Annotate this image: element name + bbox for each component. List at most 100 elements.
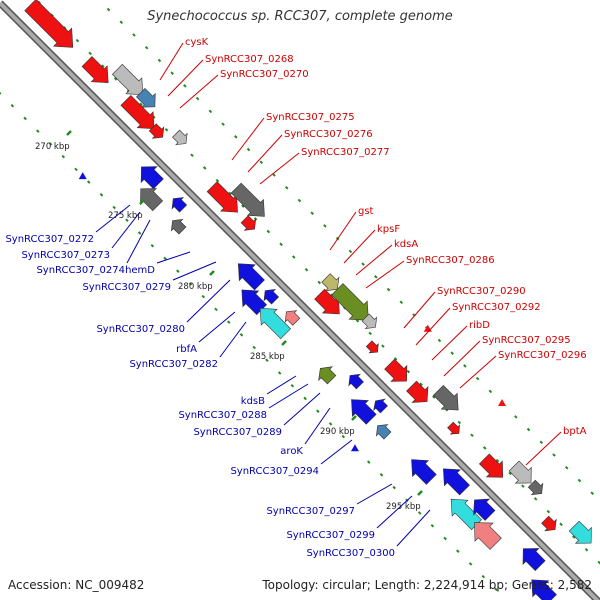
tick-dot [379, 473, 384, 477]
reverse-gene-label: aroK [280, 446, 303, 457]
reverse-label-leader [304, 407, 331, 445]
tick-dot [215, 178, 220, 183]
tick-dot [341, 434, 346, 439]
kbp-tick [281, 340, 287, 346]
reverse-label-leader [268, 383, 309, 409]
reverse-gene-label: SynRCC307_0279 [82, 282, 171, 293]
forward-label-leader [403, 291, 436, 329]
tick-dot [88, 51, 92, 56]
reverse-gene-label: SynRCC307_0297 [266, 506, 355, 517]
tick-dot [265, 358, 269, 363]
tick-dot [572, 535, 576, 539]
reverse-gene-arrow [473, 498, 496, 521]
tick-dot [266, 229, 271, 234]
tick-dot [559, 522, 563, 527]
reverse-gene-arrow [531, 579, 557, 600]
forward-label-leader [431, 325, 468, 361]
reverse-gene-label: SynRCC307_0273 [21, 250, 110, 261]
reverse-label-leader [320, 439, 353, 465]
tick-dot [381, 344, 385, 348]
forward-label-leader [525, 431, 562, 466]
tick-dot [432, 395, 436, 399]
tick-dot [190, 153, 194, 157]
tick-dot [443, 536, 447, 541]
tick-dot [241, 204, 245, 208]
forward-label-leader [167, 59, 204, 97]
reverse-gene-label: kdsB [241, 396, 265, 407]
reverse-label-leader [356, 483, 393, 505]
reverse-gene-arrow [522, 548, 546, 572]
tick-dot [183, 84, 187, 88]
tick-dot [201, 294, 206, 299]
reverse-label-leader [219, 321, 247, 358]
tick-dot [214, 307, 218, 312]
kbp-tick [66, 130, 72, 136]
tick-dot [284, 185, 289, 190]
tick-dot [150, 243, 155, 248]
tick-dot [310, 211, 314, 215]
forward-gene-arrow [527, 479, 544, 496]
forward-gene-arrow [541, 515, 557, 532]
tick-dot [239, 333, 244, 337]
tick-dot [457, 420, 462, 425]
reverse-label-leader [376, 495, 413, 529]
tick-dot [430, 523, 435, 528]
kbp-label: 275 kbp [108, 211, 143, 221]
kbp-tick [209, 270, 215, 276]
tick-dot [374, 275, 378, 279]
tick-dot [463, 364, 467, 368]
reverse-label-leader [156, 251, 191, 264]
tick-dot [468, 562, 473, 566]
tick-dot [437, 338, 442, 343]
tick-dot [577, 478, 582, 483]
tick-dot [348, 249, 353, 254]
tick-dot [252, 345, 256, 350]
forward-gene-arrow [120, 95, 155, 130]
forward-gene-label: cysK [185, 37, 209, 48]
tick-dot [226, 320, 231, 324]
reverse-gene-arrow [443, 468, 470, 496]
reverse-gene-arrow [474, 522, 502, 550]
tick-dot [157, 58, 162, 63]
forward-gene-arrow [478, 453, 504, 478]
tick-dot [406, 369, 411, 374]
tick-dot [456, 549, 460, 553]
forward-gene-label: SynRCC307_0286 [406, 255, 495, 266]
forward-gene-arrow [24, 0, 74, 48]
reverse-gene-arrow [284, 310, 301, 326]
tick-dot [355, 318, 360, 323]
tick-dot [176, 269, 180, 273]
reverse-label-leader [172, 261, 217, 281]
forward-gene-label: SynRCC307_0290 [437, 286, 526, 297]
tick-dot [470, 433, 474, 437]
tick-dot [316, 409, 320, 413]
tick-dot [48, 142, 53, 146]
tick-dot [259, 160, 264, 165]
kbp-label: 285 kbp [250, 352, 285, 362]
tick-dot [101, 64, 105, 68]
reverse-gene-arrow [411, 459, 437, 485]
tick-dot [10, 103, 15, 108]
tick-dot [221, 122, 225, 126]
tick-dot [482, 446, 487, 450]
tick-dot [36, 129, 40, 133]
forward-label-leader [443, 340, 481, 377]
reverse-label-leader [186, 279, 231, 323]
reverse-gene-label: SynRCC307_0288 [178, 410, 267, 421]
forward-label-leader [247, 134, 283, 173]
reverse-gene-arrow [237, 263, 265, 291]
marker-triangle [498, 399, 507, 407]
kbp-tick [417, 490, 423, 496]
tick-dot [304, 267, 309, 272]
forward-gene-arrow [508, 460, 532, 484]
forward-gene-label: kdsA [394, 239, 418, 250]
forward-gene-arrow [447, 421, 460, 435]
forward-label-leader [343, 229, 376, 264]
tick-dot [481, 574, 486, 579]
tick-dot [539, 440, 544, 445]
tick-dot [323, 224, 327, 228]
forward-gene-label: SynRCC307_0295 [482, 335, 571, 346]
tick-dot [74, 167, 78, 172]
tick-dot [488, 389, 493, 394]
reverse-label-leader [95, 204, 131, 233]
